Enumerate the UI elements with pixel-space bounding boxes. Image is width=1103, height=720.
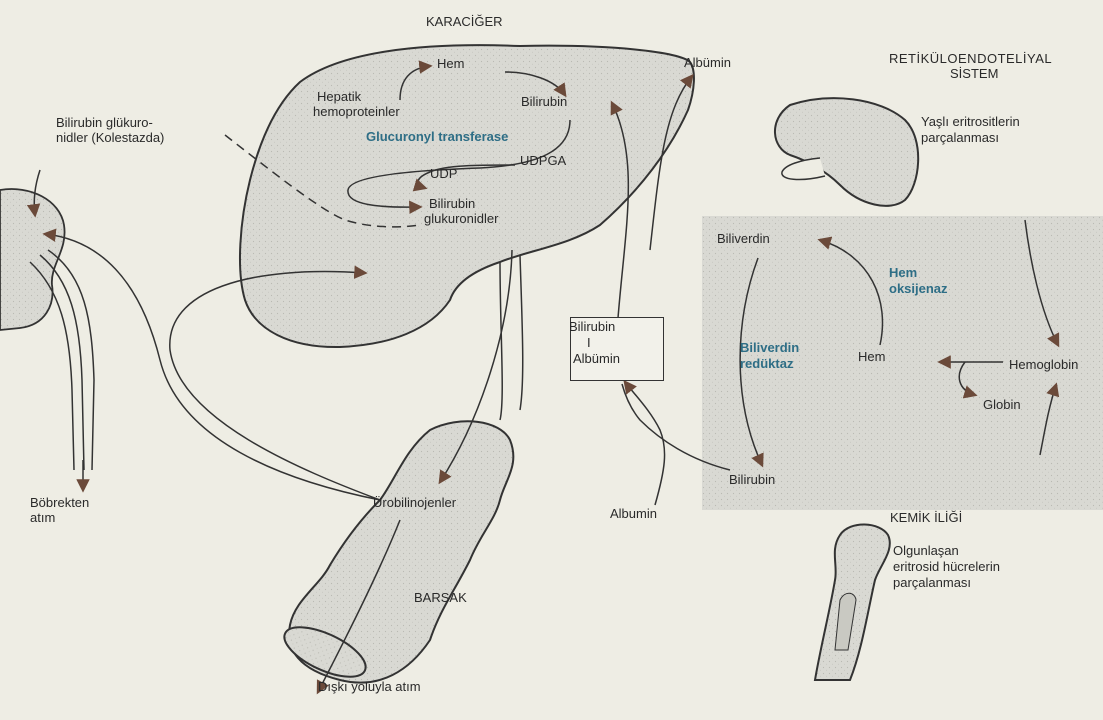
- old-erythrocytes-line1: Yaşlı eritrositlerin: [921, 114, 1020, 129]
- hepatic-label-line1: Hepatik: [317, 89, 361, 104]
- res-title-line1: RETİKÜLOENDOTELİYAL: [889, 51, 1052, 66]
- spleen-shape: [775, 98, 918, 206]
- hem-res-label: Hem: [858, 349, 885, 364]
- fecal-excretion-label: Dışkı yoluyla atım: [318, 679, 421, 694]
- heme-oxygenase-line2: oksijenaz: [889, 281, 948, 296]
- res-title-line2: SİSTEM: [950, 66, 998, 81]
- globin-label: Globin: [983, 397, 1021, 412]
- box-separator: I: [587, 335, 591, 350]
- bilirubin-glucuronides-line2: glukuronidler: [424, 211, 498, 226]
- maturing-erythroid-line2: eritrosid hücrelerin: [893, 559, 1000, 574]
- bone-marrow-title: KEMİK İLİĞİ: [890, 510, 962, 525]
- albumin-top-label: Albümin: [684, 55, 731, 70]
- hem-label: Hem: [437, 56, 464, 71]
- hemoglobin-label: Hemoglobin: [1009, 357, 1078, 372]
- glucuronyl-transferase-label: Glucuronyl transferase: [366, 129, 508, 144]
- albumin-bottom-label: Albumin: [610, 506, 657, 521]
- maturing-erythroid-line3: parçalanması: [893, 575, 971, 590]
- biliverdin-reductase-line2: redüktaz: [740, 356, 793, 371]
- bile-duct: [500, 255, 523, 420]
- urobilinogens-label: Ürobilinojenler: [373, 495, 456, 510]
- kidney-excretion-line1: Böbrekten: [30, 495, 89, 510]
- box-albumin: Albümin: [573, 351, 620, 366]
- intestine-label: BARSAK: [414, 590, 467, 605]
- biliverdin-label: Biliverdin: [717, 231, 770, 246]
- box-bilirubin: Bilirubin: [569, 319, 615, 334]
- bilirubin-glucuronides-line1: Bilirubin: [429, 196, 475, 211]
- udp-label: UDP: [430, 166, 457, 181]
- bilirubin-liver-label: Bilirubin: [521, 94, 567, 109]
- liver-title: KARACİĞER: [426, 14, 503, 29]
- old-erythrocytes-line2: parçalanması: [921, 130, 999, 145]
- heme-oxygenase-line1: Hem: [889, 265, 917, 280]
- bilirubin-albumin-box: Bilirubin I Albümin: [570, 317, 664, 381]
- bilirubin-res-label: Bilirubin: [729, 472, 775, 487]
- biliverdin-reductase-line1: Biliverdin: [740, 340, 799, 355]
- spleen-vessel: [782, 158, 825, 179]
- kidney-shape: [0, 189, 65, 330]
- udpga-label: UDPGA: [520, 153, 566, 168]
- arrow-albumin-to-complex: [625, 382, 665, 505]
- maturing-erythroid-line1: Olgunlaşan: [893, 543, 959, 558]
- kidney-bilirubin-label-line2: nidler (Kolestazda): [56, 130, 164, 145]
- hepatic-label-line2: hemoproteinler: [313, 104, 400, 119]
- kidney-bilirubin-label-line1: Bilirubin glükuro-: [56, 115, 153, 130]
- kidney-excretion-line2: atım: [30, 510, 55, 525]
